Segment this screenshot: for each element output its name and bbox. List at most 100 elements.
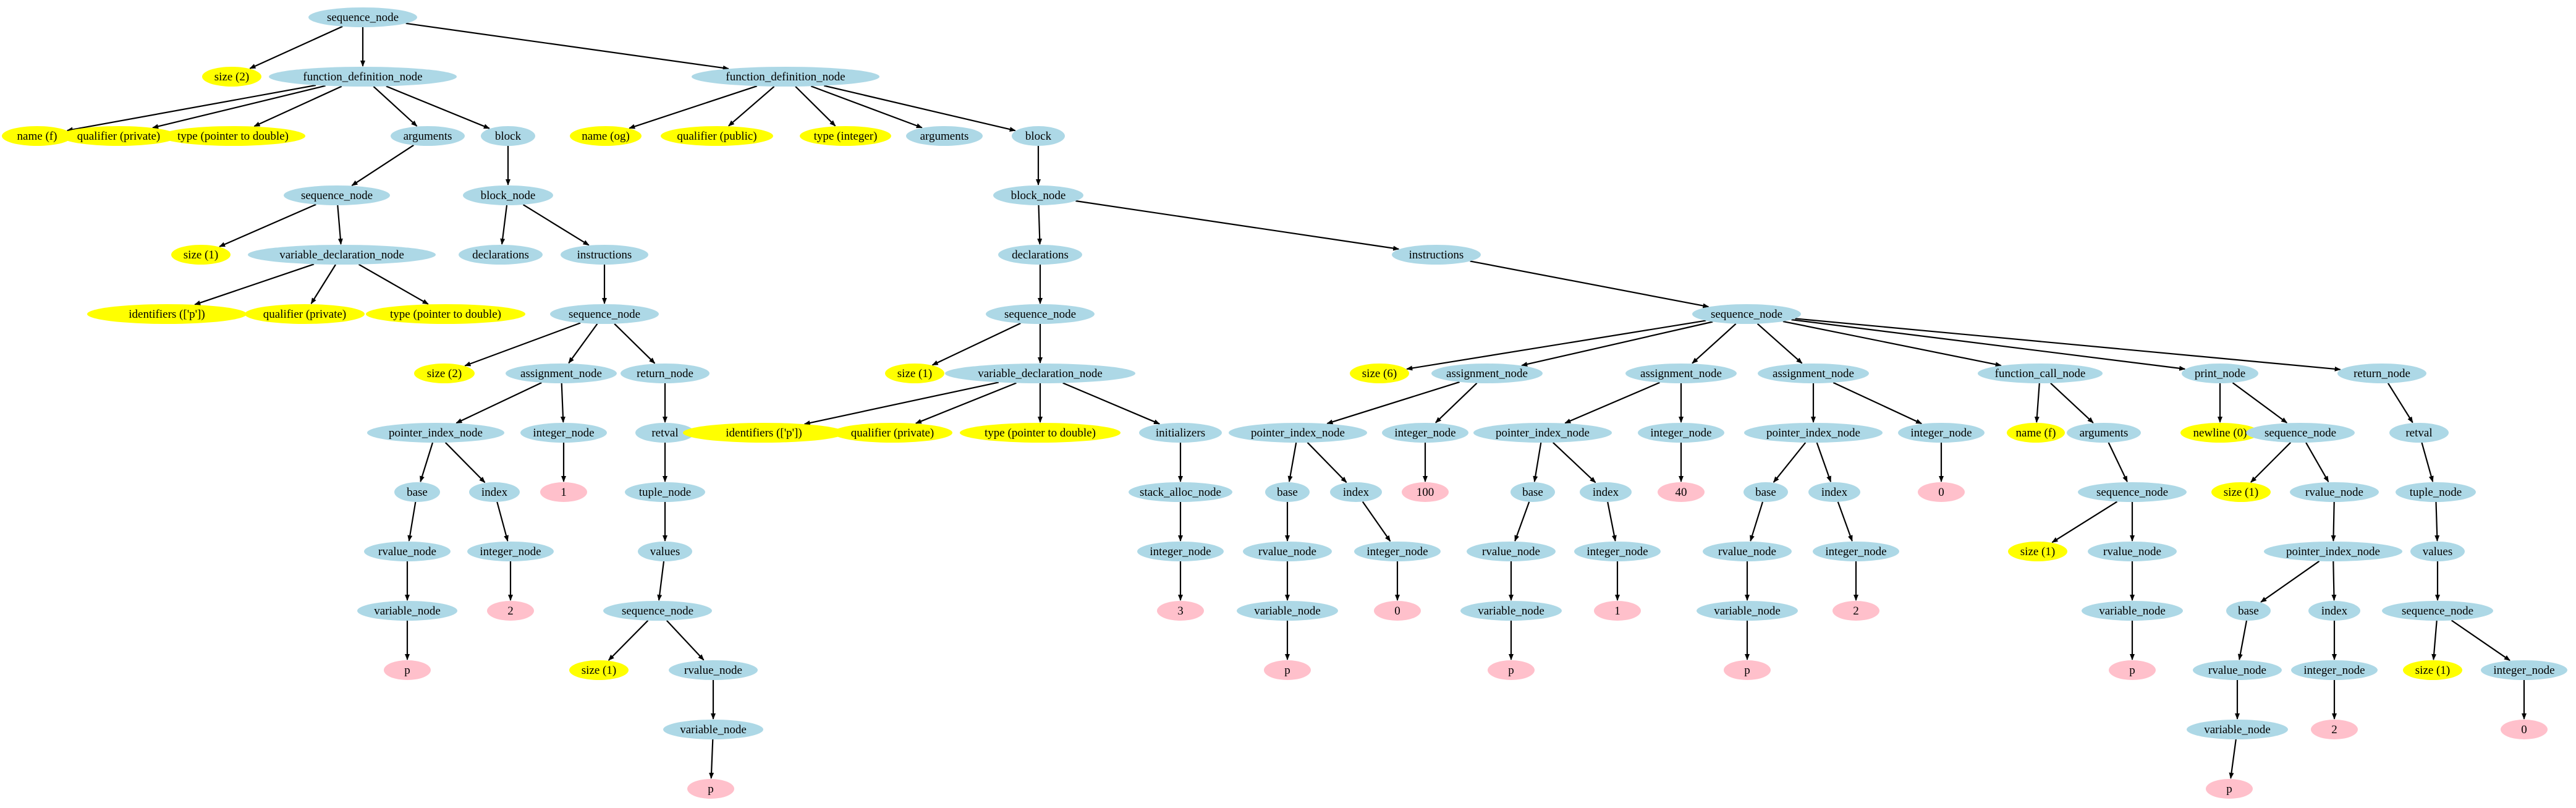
tree-edge <box>253 85 342 127</box>
node-label: p <box>708 783 714 796</box>
node-label: p <box>1284 664 1290 677</box>
node-ellipse <box>1724 660 1771 680</box>
tree-node-property: size (1) <box>2403 660 2462 680</box>
tree-edge <box>1832 381 1923 425</box>
node-label: size (1) <box>2415 664 2450 677</box>
node-ellipse <box>2403 660 2462 680</box>
tree-edge <box>560 383 566 423</box>
node-ellipse <box>2 126 72 146</box>
tree-edge <box>1037 205 1043 245</box>
tree-node-node: index <box>2308 601 2360 621</box>
tree-node-property: type (pointer to double) <box>366 304 525 324</box>
node-label: declarations <box>472 249 529 262</box>
tree-node-property: name (og) <box>570 126 642 146</box>
node-label: block <box>1025 130 1052 143</box>
tree-node-node: rvalue_node <box>669 660 758 680</box>
tree-node-node: integer_node <box>1354 542 1441 561</box>
node-ellipse <box>357 601 457 621</box>
node-ellipse <box>364 542 451 561</box>
tree-edge <box>1075 200 1400 251</box>
tree-edge <box>1773 442 1807 483</box>
tree-edge <box>2421 442 2434 483</box>
tree-node-node: arguments <box>391 126 465 146</box>
node-ellipse <box>1265 482 1310 502</box>
node-label: size (2) <box>427 367 462 380</box>
tree-edge <box>420 442 434 483</box>
tree-node-node: pointer_index_node <box>1473 423 1612 443</box>
node-ellipse <box>1129 482 1232 502</box>
node-label: retval <box>651 427 678 440</box>
tree-node-node: variable_node <box>2187 720 2288 739</box>
tree-edge <box>407 501 417 542</box>
node-ellipse <box>2311 720 2358 739</box>
node-ellipse <box>394 482 440 502</box>
tree-node-property: type (integer) <box>800 126 891 146</box>
node-label: integer_node <box>1150 545 1211 558</box>
tree-node-node: instructions <box>561 245 648 265</box>
tree-edge <box>1837 501 1853 542</box>
node-ellipse <box>1744 423 1883 443</box>
tree-node-node: arguments <box>2067 423 2141 443</box>
tree-edge <box>496 501 509 542</box>
node-ellipse <box>1431 364 1543 383</box>
node-ellipse <box>1832 601 1879 621</box>
tree-node-node: initializers <box>1139 423 1222 443</box>
tree-node-property: name (f) <box>2 126 72 146</box>
node-ellipse <box>1625 364 1737 383</box>
tree-node-property: qualifier (private) <box>833 423 952 443</box>
node-ellipse <box>1978 364 2103 383</box>
node-label: rvalue_node <box>1258 545 1316 558</box>
node-ellipse <box>284 185 390 205</box>
tree-node-property: size (1) <box>885 364 944 383</box>
tree-edge <box>455 382 542 424</box>
node-ellipse <box>469 482 520 502</box>
tree-edge <box>337 205 343 245</box>
node-label: values <box>2423 545 2453 558</box>
tree-node-property: qualifier (public) <box>661 126 773 146</box>
tree-edge <box>1362 501 1391 542</box>
tree-node-literal: 40 <box>1658 482 1705 502</box>
tree-node-node: tuple_node <box>2396 482 2476 502</box>
node-label: base <box>1755 486 1776 499</box>
node-label: pointer_index_node <box>1251 427 1345 440</box>
node-ellipse <box>603 601 712 621</box>
node-ellipse <box>171 245 231 265</box>
node-label: identifiers (['p']) <box>726 427 802 440</box>
node-label: arguments <box>920 130 969 143</box>
node-ellipse <box>661 126 773 146</box>
tree-edge <box>500 205 508 245</box>
tree-edge <box>1521 321 1713 367</box>
node-ellipse <box>2187 720 2288 739</box>
tree-edge <box>568 323 598 364</box>
node-label: assignment_node <box>520 367 602 380</box>
tree-edge <box>2237 620 2248 660</box>
node-ellipse <box>2088 542 2177 561</box>
node-ellipse <box>2109 660 2156 680</box>
node-label: qualifier (private) <box>77 130 161 143</box>
tree-edge <box>1287 442 1297 483</box>
node-ellipse <box>2078 482 2187 502</box>
node-label: 2 <box>507 605 514 618</box>
node-label: type (pointer to double) <box>985 427 1096 440</box>
tree-edge <box>2387 383 2413 423</box>
node-ellipse <box>1918 482 1965 502</box>
tree-node-node: arguments <box>906 126 983 146</box>
node-ellipse <box>569 660 629 680</box>
node-label: rvalue_node <box>684 664 742 677</box>
node-ellipse <box>885 364 944 383</box>
node-ellipse <box>2007 423 2065 443</box>
tree-edge <box>358 263 429 305</box>
tree-edge <box>1782 320 2002 367</box>
tree-node-node: assignment_node <box>1625 364 1737 383</box>
node-label: variable_node <box>1714 605 1781 618</box>
node-ellipse <box>269 67 457 87</box>
node-ellipse <box>2206 779 2253 799</box>
node-label: 1 <box>561 486 567 499</box>
tree-node-property: name (f) <box>2007 423 2065 443</box>
node-label: size (1) <box>897 367 932 380</box>
node-ellipse <box>60 126 177 146</box>
tree-node-property: size (6) <box>1350 364 1409 383</box>
tree-edge <box>608 619 649 661</box>
node-ellipse <box>463 185 553 205</box>
node-ellipse <box>1382 423 1468 443</box>
